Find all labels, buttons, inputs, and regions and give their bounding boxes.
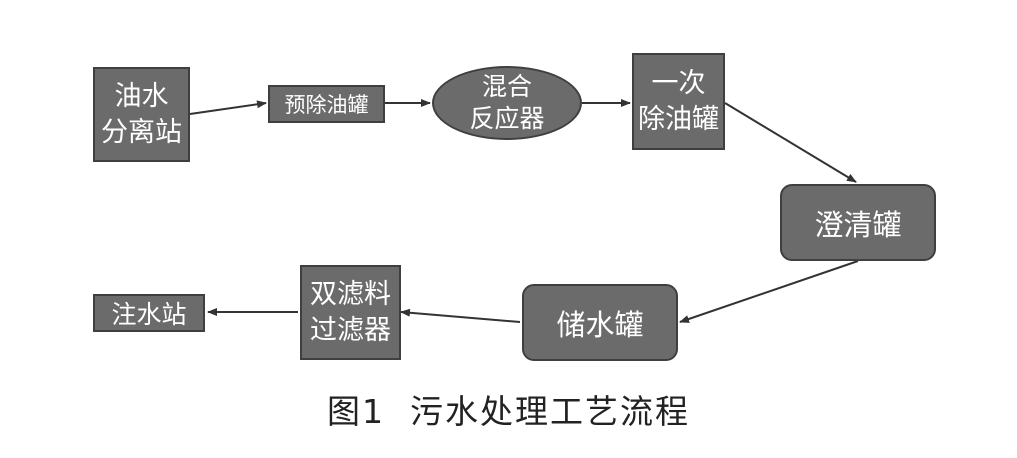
node-storage-tank: 储水罐 <box>522 284 678 361</box>
node-mixing-reactor: 混合 反应器 <box>432 66 582 140</box>
node-dual-media-filter: 双滤料 过滤器 <box>300 265 401 360</box>
node-water-injection-station: 注水站 <box>93 294 205 332</box>
arrow-clarifier-tank-to-storage-tank <box>679 260 859 323</box>
node-clarifier-tank: 澄清罐 <box>780 184 936 261</box>
node-pre-oil-removal-tank: 预除油罐 <box>268 85 385 123</box>
arrow-oil-water-station-to-pre-oil-removal-tank <box>189 100 267 115</box>
node-oil-water-separation-station: 油水 分离站 <box>93 67 190 162</box>
arrow-storage-tank-to-dual-media-filter <box>400 308 521 323</box>
arrow-primary-oil-removal-tank-to-clarifier-tank <box>724 102 857 183</box>
figure-caption: 图1 污水处理工艺流程 <box>327 392 690 431</box>
node-primary-oil-removal-tank: 一次 除油罐 <box>632 53 725 150</box>
